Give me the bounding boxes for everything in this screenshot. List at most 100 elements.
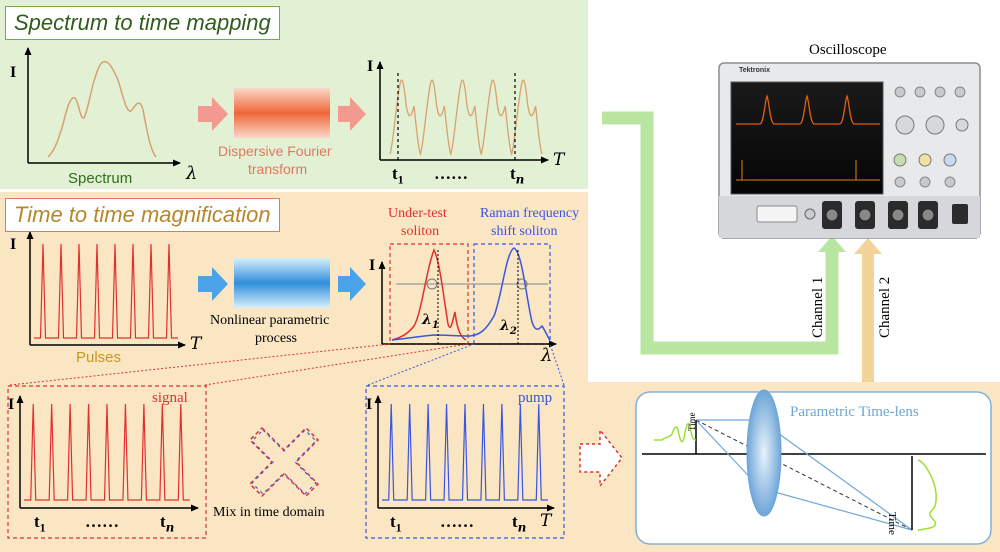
lambda2-label: λ2	[500, 318, 517, 337]
t1-subscript: 1	[397, 172, 404, 187]
time-large-label: Time	[886, 512, 898, 535]
pulses-panel	[26, 231, 186, 349]
spectrum-x-label: λ	[186, 163, 198, 184]
soliton-y-label: I	[369, 257, 376, 274]
tn-subscript: n	[515, 172, 525, 187]
t1-letter: t	[392, 164, 398, 183]
signal-box	[7, 385, 207, 539]
pump-pulse-trace	[382, 403, 548, 501]
pulses-x-label: T	[190, 334, 202, 354]
oscilloscope-screen	[730, 81, 884, 195]
zoom-line-blue-2	[549, 343, 565, 386]
time-lens-panel	[635, 389, 992, 545]
oscilloscope-device	[718, 62, 981, 239]
tn-letter: t	[510, 164, 516, 183]
channel2-arrowhead	[854, 238, 882, 254]
signal-label: signal	[152, 390, 188, 406]
channel1-arrowhead	[818, 236, 846, 252]
pump-t1-letter: t	[390, 512, 396, 531]
orange-section-bg	[0, 192, 588, 552]
channel2-label: Channel 2	[877, 276, 893, 338]
time-mapped-panel	[376, 61, 549, 164]
mix-label: Mix in time domain	[213, 505, 325, 520]
time-lens-element	[746, 389, 782, 517]
time-magnification-title: Time to time magnification	[5, 198, 280, 232]
time-mapped-tn: tn	[510, 164, 524, 186]
soliton-panel	[378, 243, 557, 348]
time-lens-title: Parametric Time-lens	[790, 404, 919, 420]
dispersive-label-line1: Dispersive Fourier	[218, 143, 332, 159]
pulses-y-label: I	[10, 236, 17, 253]
spectrum-mapping-title: Spectrum to time mapping	[5, 6, 280, 40]
oscilloscope-trace-1	[736, 94, 880, 125]
pulses-caption: Pulses	[76, 349, 122, 366]
signal-dots: ……	[85, 512, 119, 531]
arrow-to-time-lens	[579, 427, 623, 489]
time-mapped-trace	[389, 79, 543, 156]
arrow-blue-1	[198, 267, 228, 301]
signal-tn-letter: t	[160, 512, 166, 531]
dispersive-element	[234, 88, 330, 138]
lambda1-label: λ1	[422, 312, 439, 331]
pump-t1: t1	[390, 512, 402, 535]
pump-box	[365, 385, 565, 539]
pulse-train-trace	[34, 243, 178, 339]
oscilloscope-channel-ports	[822, 201, 938, 229]
signal-t1-subscript: 1	[39, 520, 46, 535]
lambda2-subscript: 2	[509, 325, 517, 337]
signal-t1: t1	[34, 512, 46, 535]
pump-tn-letter: t	[512, 512, 518, 531]
signal-panel	[7, 385, 207, 539]
signal-t1-letter: t	[34, 512, 40, 531]
pump-tn-subscript: n	[517, 520, 527, 535]
time-mapped-t1: t1	[392, 164, 404, 187]
pump-y-label: I	[366, 396, 373, 413]
channel1-label: Channel 1	[810, 276, 826, 338]
time-small-label: Time	[687, 412, 697, 431]
zoom-line-blue-1	[367, 343, 475, 386]
pump-tn: tn	[512, 512, 526, 534]
under-test-spectrum	[391, 248, 467, 341]
parametric-label-line1: Nonlinear parametric	[210, 313, 330, 328]
oscilloscope-trace-2	[736, 160, 880, 181]
signal-tn: tn	[160, 512, 174, 534]
channel2-connector	[862, 252, 874, 382]
spectrum-caption: Spectrum	[68, 170, 133, 187]
time-mapped-x-label: T	[553, 150, 565, 170]
dispersive-label-line2: transform	[248, 161, 308, 177]
spectrum-panel	[24, 47, 181, 167]
parametric-label-line2: process	[255, 331, 297, 346]
parametric-element	[234, 258, 330, 308]
signal-tn-subscript: n	[165, 520, 175, 535]
oscilloscope-knobs	[893, 86, 969, 188]
input-waveform	[654, 422, 697, 443]
spectrum-y-label: I	[10, 64, 17, 81]
raman-label-line1: Raman frequency	[480, 206, 580, 221]
signal-y-label: I	[8, 396, 15, 413]
pump-label: pump	[518, 390, 553, 406]
time-mapped-dots: ……	[434, 164, 468, 183]
arrow-red-2	[338, 97, 366, 131]
under-test-label-line2: soliton	[401, 224, 440, 239]
time-mapped-y-label: I	[367, 58, 374, 75]
arrow-red-1	[198, 97, 228, 131]
under-test-label-line1: Under-test	[388, 206, 447, 221]
mix-cross-icon	[248, 426, 320, 498]
output-waveform	[917, 459, 937, 531]
spectrum-trace	[47, 60, 157, 158]
time-lens-box	[635, 391, 992, 545]
pump-panel	[365, 385, 565, 539]
lambda2-letter: λ	[500, 318, 510, 334]
pump-dots: ……	[440, 512, 474, 531]
lambda1-subscript: 1	[431, 319, 439, 331]
lambda1-letter: λ	[422, 312, 432, 328]
soliton-x-label: λ	[541, 345, 553, 366]
oscilloscope-title: Oscilloscope	[809, 42, 887, 58]
pump-x-label: T	[540, 511, 552, 531]
signal-pulse-trace	[24, 403, 190, 501]
arrow-blue-2	[338, 267, 366, 301]
zoom-line-red-2	[204, 343, 469, 386]
channel1-connector	[602, 111, 839, 355]
